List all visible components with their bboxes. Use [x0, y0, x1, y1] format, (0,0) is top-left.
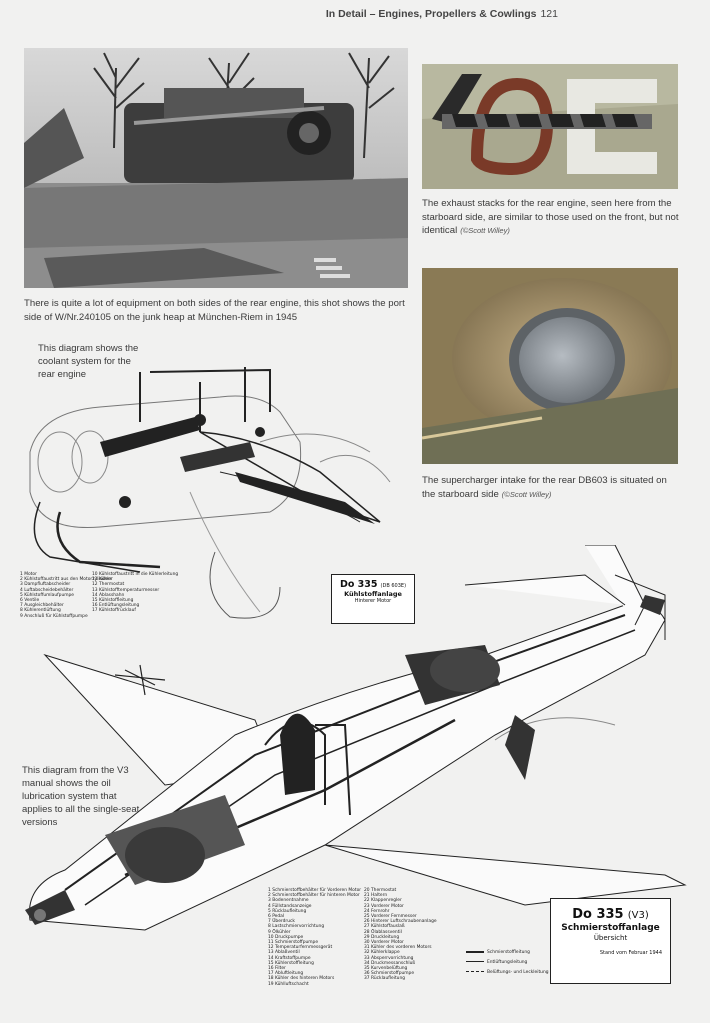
legend-item: 8 Kühlerentlüftung	[20, 608, 61, 614]
coolant-title-box: Do 335 (DB 603E) Kühlstoffanlage Hintere…	[331, 574, 415, 624]
legend-item: 12 Temperaturfernmessgerät	[268, 945, 333, 951]
lubrication-stand-date: Stand vom Februar 1944	[599, 950, 662, 956]
legend-item: 31 Kühler des vorderen Motors	[364, 945, 432, 951]
legend-item: 17 Abluftleitung	[268, 971, 304, 977]
coolant-subtitle: Kühlstoffanlage	[344, 590, 402, 598]
legend-item: 16 Entlüftungsleitung	[92, 603, 140, 609]
legend-item: 22 Klappenregler	[364, 898, 402, 904]
legend-item: 3 Dampfluftabscheider	[20, 582, 71, 588]
legend-item: 24 Fernrohr	[364, 908, 390, 914]
coolant-legend-col2: 10 Kühlstoffaustritt in die Kühlerleitun…	[92, 572, 179, 614]
exhaust-credit: (©Scott Willey)	[460, 226, 510, 235]
legend-item: 21 Haltern	[364, 893, 388, 899]
legend-item: 9 Anschluß für Kühlstoffpumpe	[20, 613, 88, 619]
coolant-legend-col1: 1 Motor 2 Kühlstoffaustritt aus den Moto…	[20, 572, 113, 619]
line-legend-item: Entlüftungsleitung	[466, 960, 548, 965]
legend-item: 26 Hinterer Luftschraubenanlage	[364, 919, 437, 925]
page-number: 121	[540, 8, 558, 20]
running-header: In Detail – Engines, Propellers & Cowlin…	[326, 8, 558, 20]
line-legend-item: Schmierstoffleitung	[466, 950, 548, 955]
legend-item: 11 Kühler	[92, 577, 113, 583]
legend-item: 2 Schmierstoffbehälter für hinteren Moto…	[268, 893, 360, 899]
supercharger-intake-photo	[422, 268, 678, 464]
legend-item: 6 Pedal	[268, 914, 285, 920]
legend-item: 15 Kühlerstoffleitung	[268, 960, 314, 966]
legend-item: 10 Druckpumpe	[268, 934, 304, 940]
legend-item: 27 Kühlstoffauslaß	[364, 924, 405, 930]
legend-item: 14 Kraftstoffpumpe	[268, 955, 311, 961]
legend-item: 14 Ablasshahn	[92, 592, 125, 598]
legend-item: 20 Thermostat	[364, 888, 397, 893]
legend-item: 18 Kühler des hinteren Motors	[268, 976, 335, 982]
coolant-system-diagram	[20, 362, 410, 624]
legend-item: 11 Schmierstoffpumpe	[268, 940, 319, 946]
line-type-legend: Schmierstoffleitung Entlüftungsleitung B…	[466, 950, 549, 976]
lubrication-system-diagram	[25, 544, 690, 945]
lube-legend-col2: 20 Thermostat 21 Haltern 22 Klappenregle…	[364, 888, 449, 982]
legend-item: 8 Lastschmiervorrichtung	[268, 924, 325, 930]
rear-engine-caption: There is quite a lot of equipment on bot…	[24, 298, 405, 323]
legend-item: 23 Vorderer Motor	[364, 903, 404, 909]
legend-item: 25 Vorderer Fernmesser	[364, 914, 417, 920]
exhaust-stacks-photo	[422, 64, 678, 189]
lubrication-subtitle2: Übersicht	[593, 934, 628, 942]
line-legend-item: Belüftungs- und Leckleitung	[466, 970, 549, 975]
legend-item: 35 Kurvenbelüftung	[364, 966, 408, 972]
legend-item: 9 Ölkühler	[268, 929, 291, 935]
legend-item: 12 Thermostat	[92, 582, 125, 588]
legend-item: 1 Motor	[20, 572, 37, 577]
legend-item: 3 Bodenentnahme	[268, 898, 309, 904]
legend-item: 7 Überdruck	[268, 919, 295, 925]
exhaust-caption-text: The exhaust stacks for the rear engine, …	[422, 198, 679, 236]
legend-item: 4 Luftabscheidebehälter	[20, 587, 74, 593]
supercharger-caption-text: The supercharger intake for the rear DB6…	[422, 475, 667, 500]
legend-item: 6 Ventile	[20, 598, 40, 604]
legend-item: 10 Kühlstoffaustritt in die Kühlerleitun…	[92, 572, 179, 577]
legend-item: 4 Füllstandsanzeige	[268, 903, 312, 909]
coolant-subtitle2: Hinterer Motor	[354, 598, 392, 604]
legend-item: 34 Druckmessanschluß	[364, 960, 416, 966]
legend-item: 33 Absperrvorrichtung	[364, 955, 414, 961]
legend-item: 15 Kühlstoffleitung	[92, 598, 134, 604]
supercharger-caption: The supercharger intake for the rear DB6…	[422, 474, 682, 501]
header-title: In Detail – Engines, Propellers & Cowlin…	[325, 8, 537, 20]
legend-item: 7 Ausgleichbehälter	[20, 603, 64, 609]
legend-item: 16 Filter	[268, 966, 286, 972]
legend-item: 19 Kühlluftschacht	[268, 981, 309, 987]
exhaust-caption: The exhaust stacks for the rear engine, …	[422, 197, 682, 238]
legend-item: 32 Kühlerklappe	[364, 950, 400, 956]
lube-legend-col1: 1 Schmierstoffbehälter für Vorderen Moto…	[268, 888, 362, 987]
legend-item: 17 Kühlstoffrücklauf	[92, 608, 136, 614]
legend-item: 37 Rücklaufleitung	[364, 976, 406, 982]
legend-item: 28 Ölablassventil	[364, 929, 402, 935]
legend-item: 5 Rücklaufleitung	[268, 908, 307, 914]
lubrication-diagram-caption: This diagram from the V3 manual shows th…	[22, 765, 140, 828]
legend-item: 29 Druckleitung	[364, 934, 400, 940]
coolant-title-line: Do 335 (DB 603E)	[339, 579, 407, 590]
legend-item: 5 Kühlstoffumlaufpumpe	[20, 592, 74, 598]
coolant-diagram-caption: This diagram shows the coolant system fo…	[38, 343, 139, 380]
rear-engine-photo	[24, 48, 408, 288]
lubrication-subtitle: Schmierstoffanlage	[561, 923, 660, 933]
legend-item: 30 Vorderer Motor	[364, 940, 404, 946]
legend-item: 13 Ablaßventil	[268, 950, 300, 956]
legend-item: 1 Schmierstoffbehälter für Vorderen Moto…	[268, 888, 362, 893]
legend-item: 36 Schmierstoffpumpe	[364, 971, 415, 977]
lubrication-title: Do 335 (V3)	[572, 907, 649, 922]
lubrication-title-box: Do 335 (V3) Schmierstoffanlage Übersicht…	[550, 898, 671, 984]
supercharger-credit: (©Scott Willey)	[501, 489, 552, 499]
legend-item: 2 Kühlstoffaustritt aus den Motorzylinde…	[20, 577, 113, 583]
legend-item: 13 Kühlstofftemperaturmesser	[92, 587, 160, 593]
